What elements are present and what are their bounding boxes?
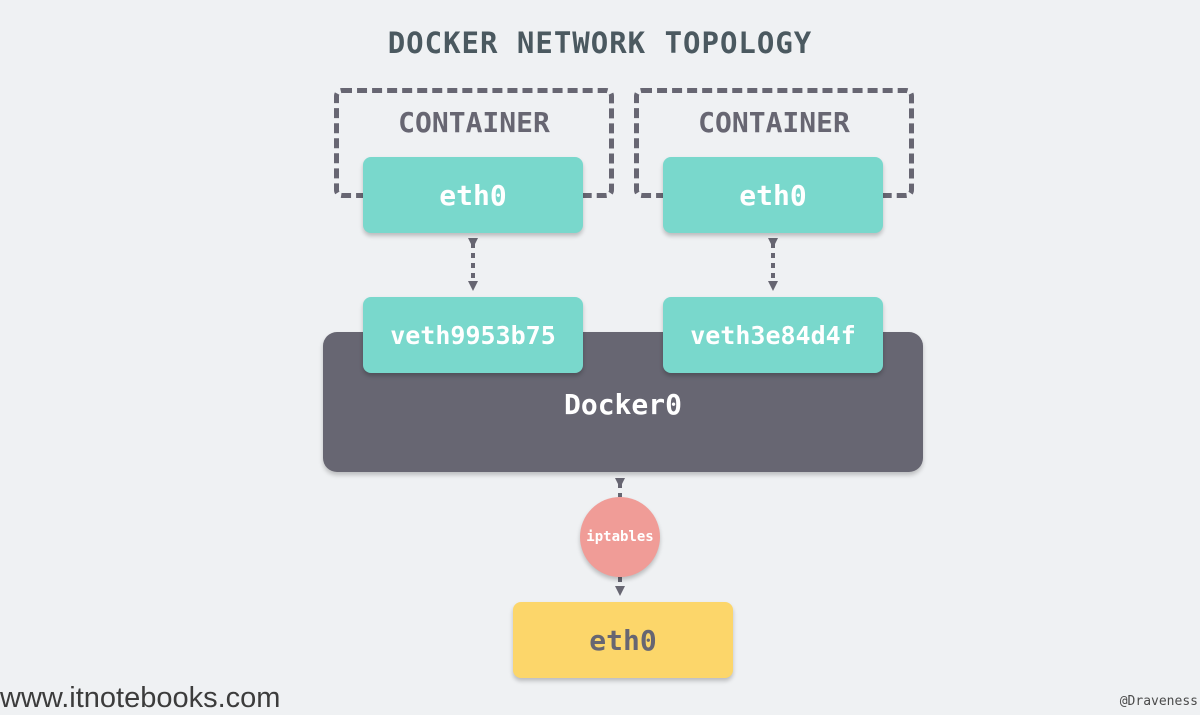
host-eth0: eth0 xyxy=(513,602,733,678)
container-label-1: CONTAINER xyxy=(398,106,550,139)
container-eth0-2: eth0 xyxy=(663,157,883,233)
iptables-node: iptables xyxy=(580,497,660,577)
watermark-text: www.itnotebooks.com xyxy=(0,682,281,714)
container-label-2: CONTAINER xyxy=(698,106,850,139)
page-title: DOCKER NETWORK TOPOLOGY xyxy=(387,26,813,60)
docker-bridge-label: Docker0 xyxy=(563,388,682,421)
container-eth0-1: eth0 xyxy=(363,157,583,233)
veth-interface-1: veth9953b75 xyxy=(363,297,583,373)
veth-interface-2: veth3e84d4f xyxy=(663,297,883,373)
author-credit: @Draveness xyxy=(1119,694,1198,709)
